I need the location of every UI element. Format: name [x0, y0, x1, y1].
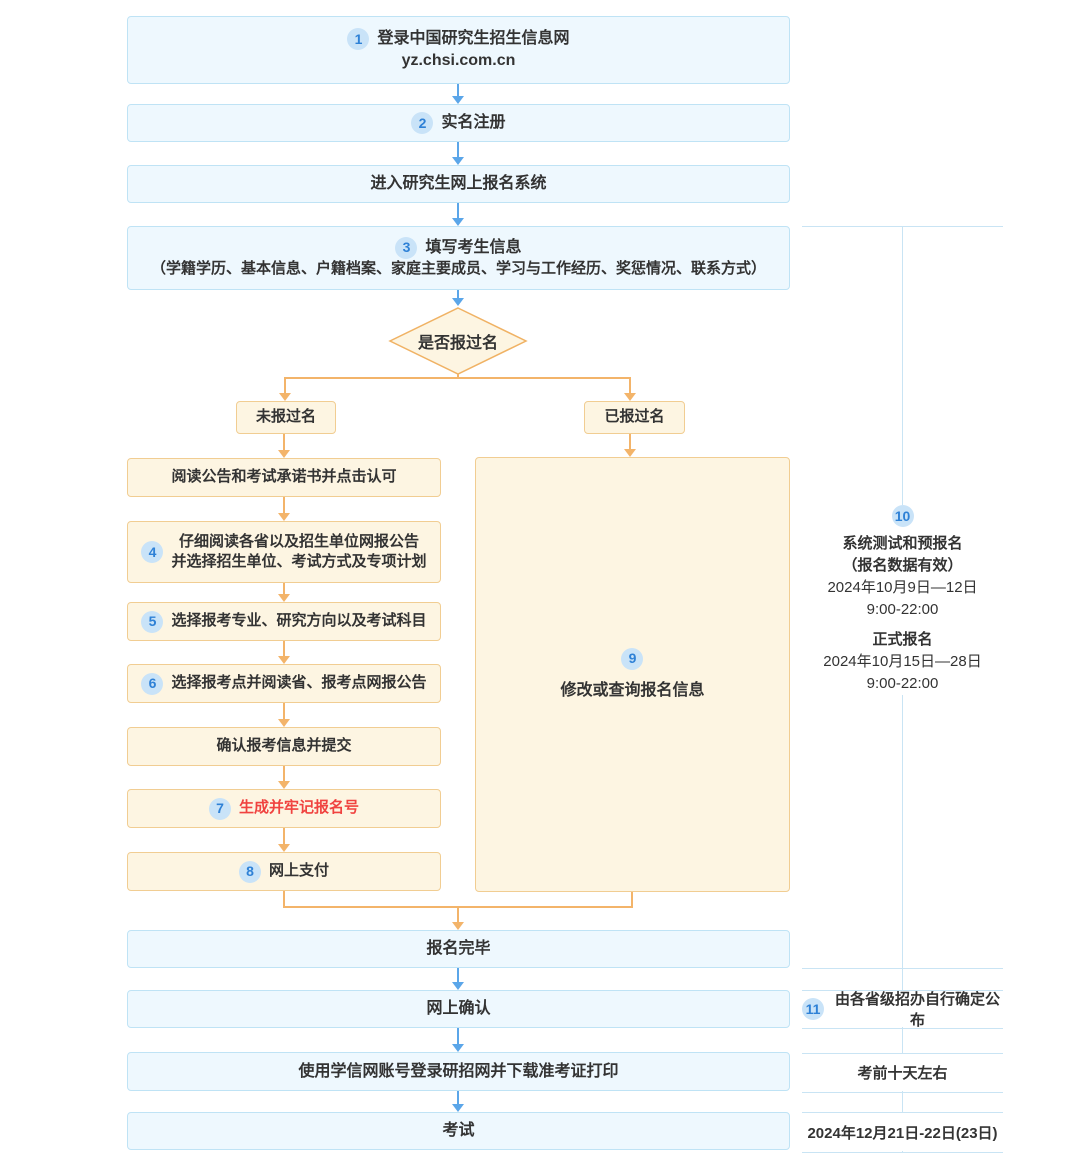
arrow-down-icon [452, 142, 464, 165]
annotation-ticket: 考前十天左右 [802, 1054, 1003, 1091]
arrow-down-icon [278, 497, 290, 521]
exam-label: 考试 [442, 1122, 475, 1140]
flow-box-pay-online: 8 网上支付 [127, 852, 441, 891]
period-title2: 正式报名 [872, 631, 933, 648]
step-4-badge: 4 [141, 541, 164, 563]
flow-box-enter-system: 进入研究生网上报名系统 [127, 165, 790, 203]
read-notice-label: 阅读公告和考试承诺书并点击认可 [171, 468, 397, 486]
annotation-divider [802, 990, 1003, 991]
enter-system-label: 进入研究生网上报名系统 [370, 175, 547, 193]
arrow-down-icon [278, 703, 290, 727]
arrow-down-icon [452, 203, 464, 226]
step-10-badge: 10 [891, 505, 914, 527]
flow-box-confirm-submit: 确认报考信息并提交 [127, 727, 441, 766]
confirm-note-label: 由各省级招办自行确定公布 [834, 991, 1000, 1029]
annotation-exam-date: 2024年12月21日-22日(23日) [802, 1113, 1003, 1151]
flow-box-choose-site: 6 选择报考点并阅读省、报考点网报公告 [127, 664, 441, 703]
branch-not-registered: 未报过名 [236, 401, 336, 434]
step-9-badge: 9 [621, 647, 644, 670]
annotation-divider [802, 226, 1003, 227]
annotation-divider [802, 1053, 1003, 1054]
step-3-badge: 3 [395, 236, 418, 259]
branch-yes-label: 已报过名 [604, 408, 665, 426]
step-2-badge: 2 [411, 112, 434, 134]
exam-note-label: 2024年12月21日-22日(23日) [807, 1124, 998, 1142]
read-province-line2: 并选择招生单位、考试方式及专项计划 [171, 553, 427, 570]
step-6-badge: 6 [141, 672, 164, 695]
fill-info-title: 填写考生信息 [425, 239, 522, 257]
login-title: 登录中国研究生招生信息网 [377, 30, 570, 48]
arrow-down-icon [624, 378, 636, 401]
choose-site-label: 选择报考点并阅读省、报考点网报公告 [171, 674, 427, 692]
flow-box-read-notice: 阅读公告和考试承诺书并点击认可 [127, 458, 441, 497]
arrow-down-icon [278, 583, 290, 602]
pay-online-label: 网上支付 [268, 862, 329, 880]
period-sub1: （报名数据有效） [842, 557, 963, 574]
annotation-divider [802, 1112, 1003, 1113]
flow-box-read-province: 4 仔细阅读各省以及招生单位网报公告 并选择招生单位、考试方式及专项计划 [127, 521, 441, 583]
flow-box-fill-info: 3 填写考生信息 （学籍学历、基本信息、户籍档案、家庭主要成员、学习与工作经历、… [127, 226, 790, 290]
step-11-badge: 11 [802, 998, 824, 1020]
step-5-badge: 5 [141, 610, 164, 633]
annotation-confirm: 11 由各省级招办自行确定公布 [802, 991, 1003, 1029]
connector-line [457, 374, 459, 379]
flow-box-download-ticket: 使用学信网账号登录研招网并下载准考证打印 [127, 1052, 790, 1091]
flow-box-online-confirm: 网上确认 [127, 990, 790, 1028]
fill-info-detail: （学籍学历、基本信息、户籍档案、家庭主要成员、学习与工作经历、奖惩情况、联系方式… [150, 259, 766, 277]
connector-line [283, 906, 633, 908]
annotation-divider [802, 1092, 1003, 1093]
arrow-down-icon [278, 766, 290, 789]
generate-id-label: 生成并牢记报名号 [238, 799, 359, 817]
period-date2: 2024年10月15日—28日 [823, 653, 982, 670]
arrow-down-icon [452, 1028, 464, 1052]
register-label: 实名注册 [441, 114, 506, 132]
arrow-down-icon [278, 434, 290, 458]
online-confirm-label: 网上确认 [426, 1000, 491, 1018]
branch-registered: 已报过名 [584, 401, 685, 434]
arrow-down-icon [452, 290, 464, 306]
flow-box-register: 2 实名注册 [127, 104, 790, 142]
flow-box-modify-query: 9 修改或查询报名信息 [475, 457, 790, 892]
annotation-divider [802, 968, 1003, 969]
annotation-divider [802, 1152, 1003, 1153]
arrow-down-icon [452, 908, 464, 930]
connector-line [631, 892, 633, 908]
period-title1: 系统测试和预报名 [842, 535, 963, 552]
arrow-down-icon [624, 434, 636, 457]
arrow-down-icon [452, 84, 464, 104]
read-province-line1: 仔细阅读各省以及招生单位网报公告 [178, 532, 419, 550]
branch-no-label: 未报过名 [255, 408, 316, 426]
arrow-down-icon [278, 641, 290, 664]
annotation-period: 10 系统测试和预报名 （报名数据有效） 2024年10月9日—12日 9:00… [802, 505, 1003, 695]
arrow-down-icon [278, 828, 290, 852]
ticket-note-label: 考前十天左右 [857, 1065, 948, 1082]
decision-label: 是否报过名 [417, 335, 498, 352]
connector-line [284, 377, 631, 379]
flow-box-choose-major: 5 选择报考专业、研究方向以及考试科目 [127, 602, 441, 641]
step-8-badge: 8 [238, 860, 261, 883]
flow-box-generate-id: 7 生成并牢记报名号 [127, 789, 441, 828]
period-date1: 2024年10月9日—12日 [827, 579, 978, 596]
annotation-divider [802, 1028, 1003, 1029]
flow-box-login: 1 登录中国研究生招生信息网 yz.chsi.com.cn [127, 16, 790, 84]
finish-label: 报名完毕 [426, 940, 491, 958]
choose-major-label: 选择报考专业、研究方向以及考试科目 [171, 612, 427, 630]
download-ticket-label: 使用学信网账号登录研招网并下载准考证打印 [298, 1062, 619, 1080]
period-time2: 9:00-22:00 [866, 675, 939, 692]
login-url: yz.chsi.com.cn [401, 52, 516, 70]
flow-box-exam: 考试 [127, 1112, 790, 1150]
flow-box-finish: 报名完毕 [127, 930, 790, 968]
step-1-badge: 1 [347, 28, 370, 51]
arrow-down-icon [452, 1091, 464, 1112]
arrow-down-icon [279, 378, 291, 401]
connector-line [283, 891, 285, 908]
arrow-down-icon [452, 968, 464, 990]
modify-query-label: 修改或查询报名信息 [560, 681, 705, 699]
step-7-badge: 7 [208, 797, 231, 820]
period-time1: 9:00-22:00 [866, 601, 939, 618]
confirm-submit-label: 确认报考信息并提交 [216, 737, 352, 755]
